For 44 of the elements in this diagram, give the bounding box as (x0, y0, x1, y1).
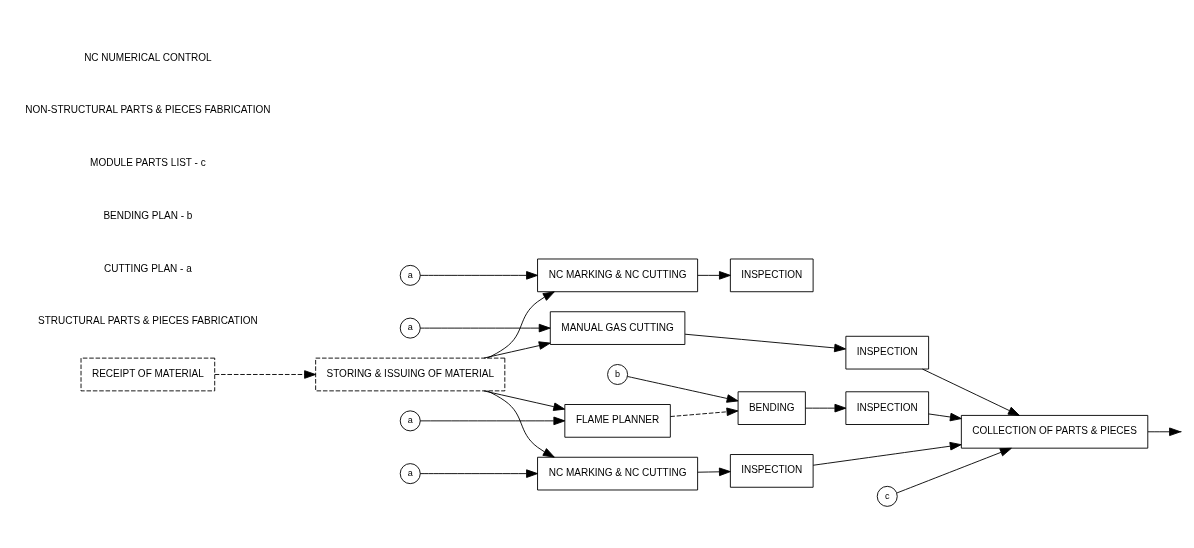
label: MODULE PARTS LIST - c (90, 157, 206, 169)
node-box: INSPECTION (845, 391, 930, 425)
node-box: BENDING (737, 391, 806, 425)
node-circle: a (399, 264, 421, 286)
arrow (812, 441, 962, 466)
label: BENDING PLAN - b (103, 209, 193, 221)
arrow (214, 370, 316, 379)
node-circle: a (399, 410, 421, 432)
label: NON-STRUCTURAL PARTS & PIECES FABRICATION (25, 104, 271, 116)
arrow (419, 469, 538, 478)
label: CUTTING PLAN - a (103, 262, 192, 274)
arrow (670, 407, 739, 417)
node-box: NC MARKING & NC CUTTING (537, 456, 699, 491)
arrow (1147, 427, 1181, 437)
label: NC NUMERICAL CONTROL (84, 51, 212, 63)
node-circle: a (399, 463, 421, 485)
node-circle: a (399, 317, 421, 339)
node-box: INSPECTION (845, 335, 930, 370)
node-box: COLLECTION OF PARTS & PIECES (960, 414, 1149, 449)
arrow (684, 333, 846, 353)
arrow (922, 368, 1020, 416)
arrow (805, 403, 847, 413)
node-box: RECEIPT OF MATERIAL (80, 357, 216, 392)
arrow (483, 390, 566, 411)
arrow (697, 467, 731, 477)
node-circle: c (876, 485, 898, 507)
node-box: STORING & ISSUING OF MATERIAL (315, 357, 506, 392)
arrow (419, 416, 566, 426)
arrow (483, 341, 551, 359)
label: STRUCTURAL PARTS & PIECES FABRICATION (38, 315, 258, 327)
node-circle: b (607, 364, 629, 385)
node-box: NC MARKING & NC CUTTING (537, 258, 699, 293)
node-box: MANUAL GAS CUTTING (549, 311, 686, 345)
arrow (486, 390, 555, 458)
node-box: FLAME PLANNER (564, 404, 671, 438)
arrow (419, 323, 551, 333)
node-box: INSPECTION (729, 454, 814, 488)
node-box: INSPECTION (729, 258, 814, 293)
arrow (419, 271, 538, 280)
arrow (486, 291, 555, 359)
arrow (896, 447, 1012, 494)
arrow (697, 271, 731, 280)
arrow (928, 412, 962, 422)
arrow (627, 376, 739, 403)
